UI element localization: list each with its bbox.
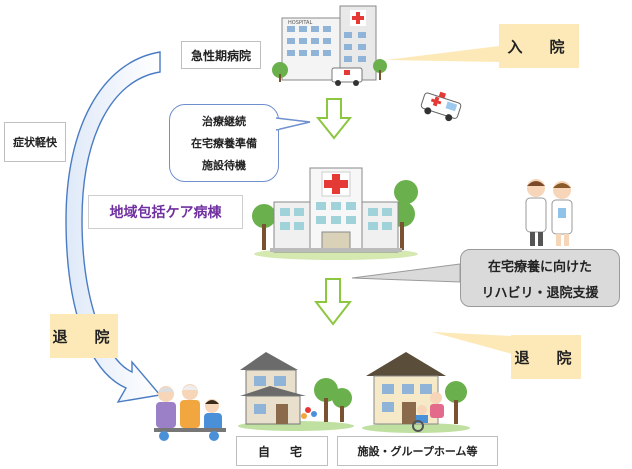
- ambulance-icon: [420, 91, 462, 122]
- support-line: リハビリ・退院支援: [481, 285, 599, 301]
- down-arrow-icon: [314, 278, 352, 326]
- discharge-right-badge: 退 院: [511, 335, 581, 379]
- symptom-relief-label: 症状軽快: [4, 122, 66, 162]
- care-ward-illustration: [252, 167, 418, 260]
- family-illustration: [154, 384, 226, 441]
- community-care-ward-label: 地域包括ケア病棟: [88, 195, 243, 229]
- admission-pointer: [386, 46, 499, 62]
- acute-hospital-label: 急性期病院: [181, 41, 261, 69]
- facility-illustration: [362, 352, 470, 433]
- treatment-item: 在宅療養準備: [191, 137, 257, 150]
- hospital-sign: HOSPITAL: [288, 20, 312, 26]
- discharge-left-badge: 退 院: [50, 314, 118, 358]
- treatment-callout: 治療継続 在宅療養準備 施設待機: [169, 104, 279, 182]
- home-label: 自 宅: [236, 436, 328, 466]
- rehab-support-callout: 在宅療養に向けた リハビリ・退院支援: [460, 249, 620, 307]
- treatment-callout-tail: [276, 117, 311, 131]
- facility-label: 施設・グループホーム等: [337, 436, 498, 466]
- down-arrow-icon: [316, 98, 352, 140]
- discharge-right-pointer: [432, 332, 512, 354]
- treatment-item: 治療継続: [202, 115, 246, 128]
- treatment-item: 施設待機: [202, 159, 246, 172]
- medical-staff-illustration: [525, 179, 573, 246]
- support-line: 在宅療養に向けた: [487, 259, 592, 275]
- home-illustration: [238, 352, 354, 431]
- acute-hospital-illustration: HOSPITAL: [272, 5, 387, 86]
- support-callout-tail: [351, 263, 461, 283]
- admission-badge: 入 院: [499, 24, 579, 68]
